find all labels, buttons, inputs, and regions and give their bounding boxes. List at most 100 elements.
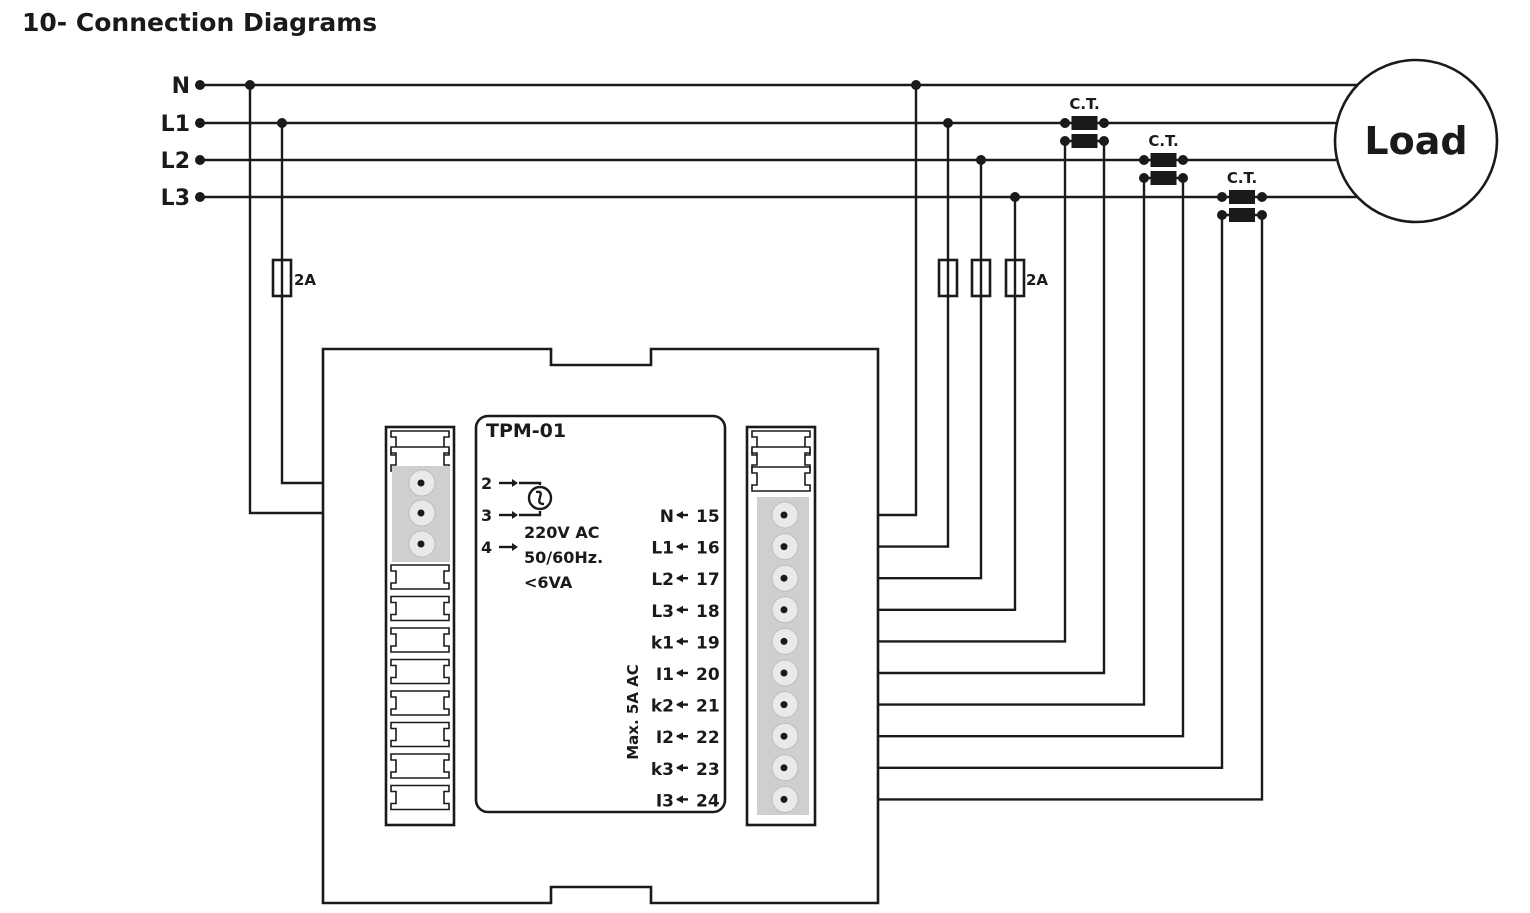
load-circle (1333, 58, 1499, 224)
screw-center (780, 606, 788, 614)
terminal-name-18: L3 (651, 602, 674, 622)
terminal-arrow-head (676, 542, 683, 551)
terminal-name-15: N (660, 507, 674, 527)
terminal-number-18: 18 (696, 602, 720, 622)
terminal-slot-empty (390, 564, 450, 590)
wire-terminal-24 (878, 216, 1264, 801)
terminal-number-24: 24 (696, 791, 720, 811)
terminal-number-16: 16 (696, 539, 720, 559)
supply-bracket-top (519, 481, 542, 485)
screw-center (417, 479, 425, 487)
ct-secondary-dot-l (1178, 173, 1188, 183)
supply-spec: <6VA (524, 573, 573, 592)
supply-arrow-head (512, 543, 518, 551)
terminal-arrow-head (676, 669, 683, 677)
screw-center (417, 540, 425, 548)
ct-primary-dot (1139, 155, 1149, 165)
wire-terminal-23 (878, 216, 1224, 769)
supply-spec: 50/60Hz. (524, 548, 603, 567)
screw-center (780, 732, 788, 740)
line-terminal-l2 (195, 155, 205, 165)
junction-supply-n (245, 80, 255, 90)
terminal-arrow-head (676, 732, 683, 741)
junction-dots (195, 80, 1267, 220)
ct-secondary-dot-k (1217, 210, 1227, 220)
ct-core-primary (1229, 190, 1255, 204)
line-terminal-n (195, 80, 205, 90)
wire-terminal-17 (878, 160, 983, 580)
terminal-arrow-head (676, 605, 683, 614)
terminal-name-21: k2 (651, 697, 674, 717)
terminal-number-19: 19 (696, 633, 720, 653)
line-label-l1: L1 (161, 112, 190, 137)
terminal-number-17: 17 (696, 570, 720, 590)
wire-terminal-18 (878, 197, 1017, 611)
ct-secondary-dot-k (1060, 136, 1070, 146)
terminal-number-20: 20 (696, 665, 720, 685)
junction-terminal-16 (943, 118, 953, 128)
wire-terminal-16 (878, 123, 950, 548)
terminal-arrow-head (676, 700, 683, 709)
terminal-arrow-head (676, 763, 683, 772)
terminal-number-22: 22 (696, 728, 720, 748)
ct-primary-dot (1060, 118, 1070, 128)
wire-terminal-20 (878, 141, 1106, 675)
supply-terminal-4: 4 (481, 538, 492, 557)
screw-center (780, 795, 788, 803)
screw-center (780, 701, 788, 709)
supply-terminal-3: 3 (481, 506, 492, 525)
terminal-name-24: I3 (656, 791, 674, 811)
supply-arrow-head (512, 511, 518, 519)
wire-terminal-22 (878, 179, 1185, 738)
terminal-arrow-head (676, 637, 683, 646)
wire-terminal-19 (878, 141, 1067, 643)
ct-primary-dot (1257, 192, 1267, 202)
terminal-number-15: 15 (696, 507, 720, 527)
terminal-name-22: I2 (656, 728, 674, 748)
screw-center (780, 764, 788, 772)
ct-primary-dot (1178, 155, 1188, 165)
terminal-slot-empty (390, 721, 450, 748)
wire-supply-l1 (280, 123, 323, 485)
terminal-arrow-head (676, 574, 683, 583)
supply-terminal-2: 2 (481, 474, 492, 493)
page-title: 10- Connection Diagrams (22, 8, 378, 37)
device-model: TPM-01 (486, 420, 566, 442)
screw-center (780, 543, 788, 551)
terminal-slot-empty (390, 784, 450, 811)
ct-secondary-dot-l (1257, 210, 1267, 220)
ct-core-primary (1150, 153, 1177, 167)
terminal-name-17: L2 (651, 570, 674, 590)
terminal-name-19: k1 (651, 633, 674, 653)
fuse-label-supply: 2A (294, 271, 316, 289)
ac-wave (535, 490, 545, 506)
terminal-number-23: 23 (696, 760, 720, 780)
junction-terminal-15 (911, 80, 921, 90)
terminal-slot-empty (390, 627, 450, 653)
junction-terminal-18 (1010, 192, 1020, 202)
load: Load (1333, 58, 1499, 224)
screw-center (780, 574, 788, 582)
terminal-name-20: I1 (656, 665, 674, 685)
screw-center (780, 511, 788, 519)
terminal-name-16: L1 (651, 539, 674, 559)
wire-terminal-21 (878, 179, 1146, 706)
terminal-slot-empty (751, 466, 811, 492)
supply-arrow-head (512, 479, 518, 487)
junction-terminal-17 (976, 155, 986, 165)
ct-secondary-dot-k (1139, 173, 1149, 183)
load-label: Load (1364, 119, 1467, 163)
line-label-l3: L3 (161, 186, 190, 211)
ct-primary-dot (1217, 192, 1227, 202)
supply-bracket-bottom (519, 511, 542, 517)
current-note: Max. 5A AC (624, 664, 642, 760)
screw-center (780, 637, 788, 645)
wire-supply-n (248, 85, 323, 515)
junction-supply-l1 (277, 118, 287, 128)
wire-terminal-15 (878, 85, 918, 517)
terminal-arrow-head (676, 795, 683, 804)
fuse-label-meter: 2A (1026, 271, 1048, 289)
line-label-l2: L2 (161, 149, 190, 174)
